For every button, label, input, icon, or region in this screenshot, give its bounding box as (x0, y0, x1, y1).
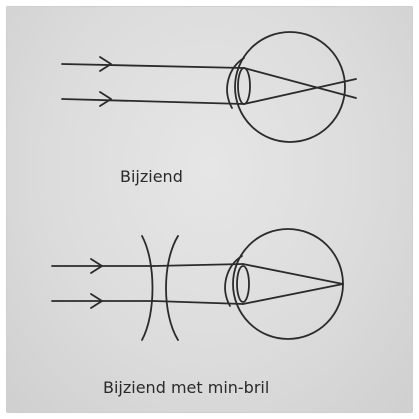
arrow-icon (90, 258, 103, 274)
eye-lens (236, 265, 250, 303)
ray-lower-refracted (243, 78, 357, 105)
ray-lower-refracted (242, 283, 344, 305)
ray-lower-incoming (61, 98, 245, 105)
ray-upper-refracted (242, 263, 344, 285)
diagram-card (6, 6, 413, 413)
arrow-icon (99, 56, 112, 72)
ray-upper-incoming (61, 63, 245, 69)
cornea-outline (224, 255, 243, 307)
eye-lens (237, 67, 251, 105)
ray-lower-through-glasses (153, 300, 244, 305)
glasses-lens-right-surface (165, 235, 179, 341)
myopic-eye-diagram (61, 31, 357, 143)
caption-myopic: Bijziend (120, 167, 183, 186)
corrected-eye-diagram (51, 228, 344, 341)
eyeball-outline (234, 31, 346, 143)
ray-upper-refracted (243, 67, 357, 99)
glasses-lens-left-surface (141, 235, 154, 341)
arrow-icon (90, 293, 103, 309)
ray-upper-through-glasses (153, 263, 244, 267)
caption-myopic-with-minus-glasses: Bijziend met min-bril (103, 378, 270, 397)
arrow-icon (99, 91, 112, 107)
